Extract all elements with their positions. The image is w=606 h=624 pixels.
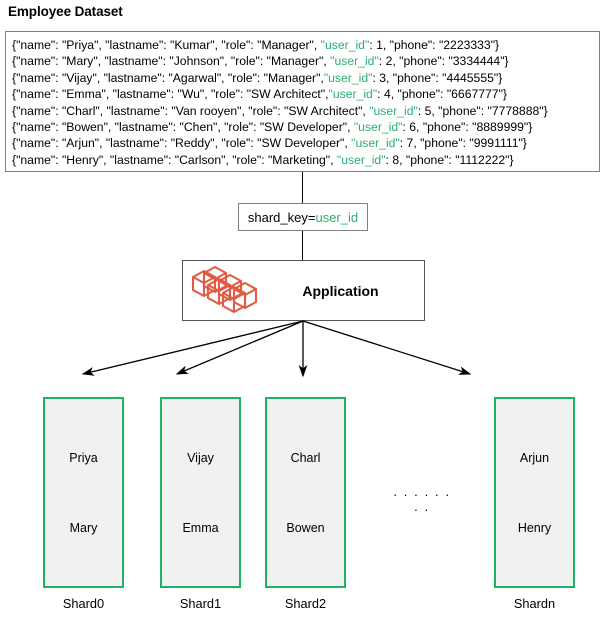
dataset-row: {"name": "Vijay", "lastname": "Agarwal",… xyxy=(12,70,599,86)
json-user-id-value: : 7, xyxy=(399,136,421,151)
json-prefix: {"name": "Henry", "lastname": "Carlson",… xyxy=(12,152,337,167)
json-user-id-key: "user_id" xyxy=(328,87,378,102)
json-user-id-value: : 8, xyxy=(385,152,406,167)
dataset-row: {"name": "Arjun", "lastname": "Reddy", "… xyxy=(12,135,599,151)
json-suffix: "phone": "2223333"} xyxy=(389,38,500,52)
dataset-row: {"name": "Priya", "lastname": "Kumar", "… xyxy=(12,37,599,53)
json-user-id-value: : 1, xyxy=(369,38,390,52)
shard-record-name: Priya xyxy=(69,451,98,465)
shard-label-0: Shard0 xyxy=(62,596,105,611)
shard-label-n: Shardn xyxy=(513,596,556,611)
dataset-row: {"name": "Mary", "lastname": "Johnson", … xyxy=(12,53,599,69)
shard-record-name: Vijay xyxy=(187,451,214,465)
json-user-id-key: "user_id" xyxy=(323,70,373,85)
json-user-id-key: "user_id" xyxy=(353,120,403,135)
shard-box-2[interactable]: Charl Bowen xyxy=(265,397,346,588)
shard-record-name: Charl xyxy=(290,451,321,465)
arrow-to-shard1 xyxy=(175,320,304,375)
json-user-id-value: : 5, xyxy=(417,103,439,118)
json-suffix: "phone": "6667777"} xyxy=(397,87,508,102)
dataset-row: {"name": "Charl", "lastname": "Van rooye… xyxy=(12,103,599,119)
json-prefix: {"name": "Mary", "lastname": "Johnson", … xyxy=(12,54,331,69)
shard-box-0[interactable]: Priya Mary xyxy=(43,397,124,588)
shard-box-1[interactable]: Vijay Emma xyxy=(160,397,241,588)
dataset-row: {"name": "Emma", "lastname": "Wu", "role… xyxy=(12,86,599,102)
json-user-id-value: : 3, xyxy=(372,70,393,85)
shard-label-1: Shard1 xyxy=(179,596,222,611)
application-box: Application xyxy=(182,260,425,321)
connector-shardkey-to-application xyxy=(302,231,303,260)
shard-key-label: shard_key= xyxy=(247,209,316,225)
json-prefix: {"name": "Bowen", "lastname": "Chen", "r… xyxy=(12,120,354,135)
json-prefix: {"name": "Vijay", "lastname": "Agarwal",… xyxy=(12,70,324,85)
json-suffix: "phone": "8889999"} xyxy=(422,120,533,135)
employee-dataset-box: {"name": "Priya", "lastname": "Kumar", "… xyxy=(5,31,600,172)
json-suffix: "phone": "7778888"} xyxy=(438,103,548,118)
page-title: Employee Dataset xyxy=(8,4,123,19)
json-user-id-key: "user_id" xyxy=(320,38,370,52)
shard-key-box: shard_key=user_id xyxy=(238,203,368,231)
json-user-id-key: "user_id" xyxy=(336,152,386,167)
shard-key-value: user_id xyxy=(315,209,359,225)
shard-key-text: shard_key=user_id xyxy=(248,210,358,225)
json-user-id-key: "user_id" xyxy=(351,136,400,151)
json-prefix: {"name": "Priya", "lastname": "Kumar", "… xyxy=(12,38,321,52)
dataset-row: {"name": "Bowen", "lastname": "Chen", "r… xyxy=(12,119,599,135)
json-prefix: {"name": "Charl", "lastname": "Van rooye… xyxy=(12,103,370,118)
shard-record-name: Mary xyxy=(69,521,98,535)
json-prefix: {"name": "Emma", "lastname": "Wu", "role… xyxy=(12,87,329,102)
json-suffix: "phone": "1112222"} xyxy=(405,152,514,167)
shard-box-n[interactable]: Arjun Henry xyxy=(494,397,575,588)
shards-ellipsis: . . . . . . . . xyxy=(393,484,451,514)
json-user-id-value: : 4, xyxy=(377,87,398,102)
connector-dataset-to-shardkey xyxy=(302,172,303,203)
json-user-id-key: "user_id" xyxy=(369,103,418,118)
arrow-to-shardn xyxy=(302,320,472,375)
json-user-id-value: : 2, xyxy=(378,54,400,69)
application-label: Application xyxy=(302,282,379,299)
shard-record-name: Bowen xyxy=(286,521,325,535)
cubes-cluster-icon xyxy=(191,264,283,319)
json-suffix: "phone": "3334444"} xyxy=(399,54,509,69)
json-prefix: {"name": "Arjun", "lastname": "Reddy", "… xyxy=(12,136,352,151)
json-user-id-key: "user_id" xyxy=(330,54,379,69)
json-suffix: "phone": "9991111"} xyxy=(420,136,527,151)
shard-record-name: Emma xyxy=(182,521,219,535)
shard-record-name: Arjun xyxy=(519,451,550,465)
shard-record-name: Henry xyxy=(517,521,552,535)
json-user-id-value: : 6, xyxy=(402,120,423,135)
shard-label-2: Shard2 xyxy=(284,596,327,611)
arrow-to-shard0 xyxy=(81,320,304,376)
dataset-row: {"name": "Henry", "lastname": "Carlson",… xyxy=(12,152,599,168)
json-suffix: "phone": "4445555"} xyxy=(392,70,503,85)
